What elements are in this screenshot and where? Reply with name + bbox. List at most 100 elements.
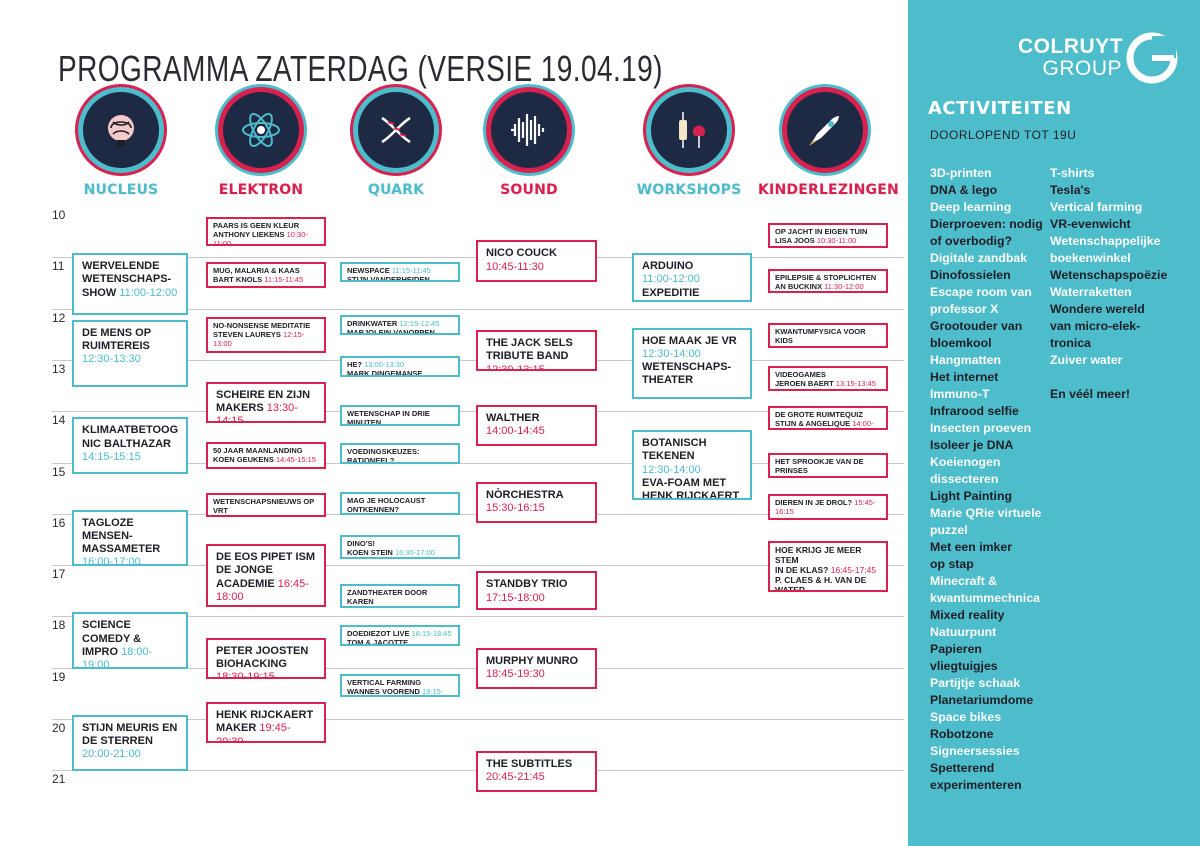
activity-item: En véél meer! <box>1050 387 1130 401</box>
activity-item: Minecraft & <box>930 574 997 588</box>
event-title: NO-NONSENSE MEDITATIE <box>213 321 311 331</box>
activity-item: Marie QRie virtuele <box>930 506 1042 520</box>
category-sound: SOUND <box>462 92 596 198</box>
event-title: WETENSCHAP IN DRIE MINUTEN <box>347 408 430 427</box>
nucleus-event: DE MENS OP RUIMTEREIS 12:30-13:30 <box>72 319 188 387</box>
event-time: 18:45-19:30 <box>486 668 545 681</box>
activity-item: Dinofossielen <box>930 268 1011 282</box>
hour-label: 10 <box>52 208 66 222</box>
activity-item: Waterraketten <box>1050 285 1132 299</box>
activity-item: Immuno-T <box>930 387 990 401</box>
event-title: HOE KRIJG JE MEER STEM <box>775 544 862 565</box>
activity-item: Grootouder van <box>930 319 1023 333</box>
electronics-icon <box>651 92 727 168</box>
colruyt-logo-mark-icon <box>1126 32 1178 84</box>
event-time: 15:45-16:15 <box>347 514 448 515</box>
quark-event: VERTICAL FARMING WANNES VOOREND 19:15-19… <box>340 673 460 698</box>
event-time: 12:15-12:45 <box>399 318 440 328</box>
hour-label: 13 <box>52 361 66 376</box>
activity-item: Escape room van <box>930 285 1032 299</box>
activity-item: Robotzone <box>930 727 994 741</box>
activity-item: Infrarood selfie <box>930 404 1019 418</box>
event-time: 15:00-15:30 <box>837 475 877 476</box>
activity-item: 3D-printen <box>930 166 992 180</box>
hour-gridline <box>52 565 904 567</box>
event-title: THE JACK SELS TRIBUTE BAND <box>486 337 573 363</box>
event-time: 11:00-12:00 <box>642 273 700 286</box>
event-time: 12:15-12:45 <box>833 345 873 347</box>
logo-line1: COLRUYT <box>1018 35 1123 58</box>
page-title: PROGRAMMA ZATERDAG (VERSIE 19.04.19) <box>58 48 663 89</box>
activity-item: Isoleer je DNA <box>930 438 1014 452</box>
activity-item: Wetenschappelijke <box>1050 234 1161 248</box>
event-title: STANDBY TRIO <box>486 578 568 591</box>
event-title: ZANDTHEATER DOOR KAREN <box>347 588 428 607</box>
hour-label: 12 <box>52 310 66 325</box>
elektron-event: SCHEIRE EN ZIJN MAKERS 13:30-14:15 <box>206 381 326 423</box>
event-time: 11:30-12:00 <box>824 281 864 291</box>
activity-item: dissecteren <box>930 472 999 486</box>
activity-item: Met een imker <box>930 540 1013 554</box>
event-time: 16:00-17:00 <box>82 556 141 567</box>
event-title: VERTICAL FARMING <box>347 677 422 687</box>
activity-item: tronica <box>1050 336 1091 350</box>
activity-item: bloemkool <box>930 336 992 350</box>
event-time: 14:00-14:30 <box>775 418 874 429</box>
activity-item: Het internet <box>930 370 999 384</box>
activity-item: Koeienogen <box>930 455 1001 469</box>
event-time: 19:15-19:45 <box>422 686 444 696</box>
quark-event: VOEDINGSKEUZES: RATIONEEL? STIJN BRUERS … <box>340 443 460 464</box>
event-title: DIEREN IN JE DROL? <box>775 498 855 508</box>
event-time: 20:00-21:00 <box>82 748 141 761</box>
logo-line2: GROUP <box>1042 57 1122 81</box>
event-time: 10:30-11:00 <box>816 235 857 245</box>
event-title: BOTANISCH TEKENEN <box>642 437 707 463</box>
event-speaker: TOM & JACOTTE <box>347 638 409 646</box>
event-title: KWANTUMFYSICA VOOR KIDS <box>775 326 866 345</box>
event-title: DE GROTE RUIMTEQUIZ <box>775 409 863 419</box>
event-time: 11:15-11:45 <box>264 275 304 285</box>
activities-subheading: DOORLOPEND TOT 19U <box>930 128 1077 142</box>
activity-item: Tesla's <box>1050 183 1091 197</box>
activity-item: Spetterend <box>930 761 995 775</box>
event-speaker: STEVEN LAUREYS <box>213 330 284 340</box>
event-speaker: STIJN VANDERHEIDEN <box>347 275 430 282</box>
event-subtitle: EVA-FOAM MET HENK RIJCKAERT <box>642 476 740 500</box>
kinderlezing-event: KWANTUMFYSICA VOOR KIDSJULIA CRAMER 12:1… <box>768 322 888 349</box>
hour-gridline <box>52 462 904 464</box>
elektron-event: PETER JOOSTEN BIOHACKING 18:30-19:15 <box>206 638 326 680</box>
event-subtitle: WETENSCHAPS-THEATER <box>642 361 732 387</box>
quark-event: WETENSCHAP IN DRIE MINUTEN 14:00-14:30 <box>340 404 460 427</box>
event-time: 19:45-20:30 <box>216 722 291 744</box>
event-title: NICO COUCK <box>486 247 557 260</box>
event-title: HET SPROOKJE VAN DE PRINSES <box>775 457 864 476</box>
event-speaker: ANTHONY LIEKENS <box>213 230 287 240</box>
activity-item: Space bikes <box>930 710 1002 724</box>
nucleus-event: TAGLOZE MENSEN-MASSAMETER 16:00-17:00 <box>72 509 188 567</box>
activity-item: of overbodig? <box>930 234 1012 248</box>
brain-icon <box>83 92 159 168</box>
event-speaker: KOEN GEUKENS <box>213 454 276 464</box>
activity-item: Dierproeven: nodig <box>930 217 1043 231</box>
activity-item: Light Painting <box>930 489 1012 503</box>
activities-sidebar <box>908 0 1200 846</box>
event-speaker: HEIKO DE SCHEPPER <box>775 516 855 518</box>
event-time: 16:45-18:00 <box>216 577 309 603</box>
event-time: 20:45-21:45 <box>486 771 545 784</box>
category-label: SOUND <box>500 182 558 198</box>
activity-item: DNA & lego <box>930 183 998 197</box>
event-speaker: MARJOLEIN VANOPPEN <box>347 327 435 336</box>
hour-label: 11 <box>52 259 65 274</box>
event-time: 10:30-11:00 <box>213 230 308 246</box>
event-time: 10:45-11:30 <box>486 260 544 273</box>
